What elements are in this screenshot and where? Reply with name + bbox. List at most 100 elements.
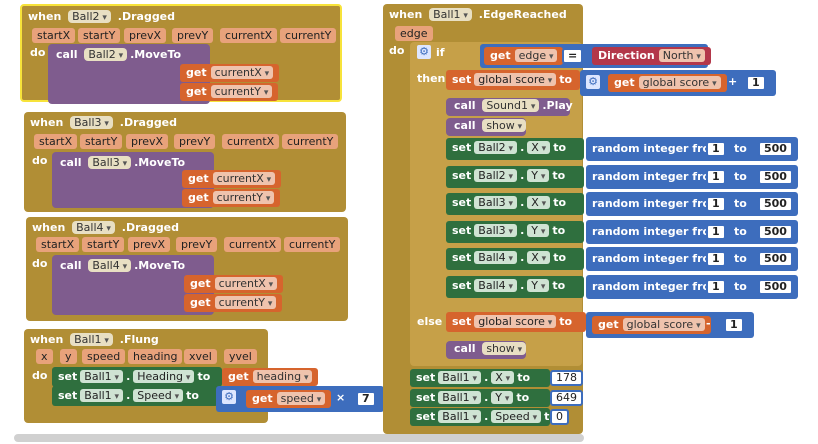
plus-operator[interactable]: + bbox=[728, 75, 738, 88]
gear-icon[interactable]: ⚙ bbox=[586, 75, 600, 89]
param-prevY[interactable]: prevY bbox=[172, 28, 214, 43]
random-from-number[interactable]: 1 bbox=[706, 141, 726, 157]
multiply-operator[interactable]: × bbox=[336, 391, 346, 404]
param-startX[interactable]: startX bbox=[36, 237, 80, 252]
sound-play-call-block[interactable]: call Sound1.Play bbox=[446, 98, 573, 116]
component-dropdown[interactable]: Ball1 bbox=[429, 8, 472, 21]
ball4-dragged-event[interactable]: when Ball4 .Dragged startX startY prevX … bbox=[26, 217, 348, 321]
set-value-number[interactable]: 178 bbox=[550, 370, 583, 386]
ball3-dragged-event[interactable]: when Ball3 .Dragged startX startY prevX … bbox=[24, 112, 346, 212]
ball2-dragged-event[interactable]: when Ball2 .Dragged startX startY prevX … bbox=[20, 4, 342, 104]
else-show-proc-call-block[interactable]: call show bbox=[446, 341, 527, 359]
component-dropdown[interactable]: Ball4 bbox=[88, 259, 132, 272]
param-currentX[interactable]: currentX bbox=[222, 134, 280, 149]
random-from-number[interactable]: 1 bbox=[706, 168, 726, 185]
component-dropdown[interactable]: Ball1 bbox=[70, 333, 113, 346]
set-value-number[interactable]: 649 bbox=[550, 389, 583, 406]
number-1[interactable]: 1 bbox=[746, 75, 766, 91]
param-prevX[interactable]: prevX bbox=[128, 237, 171, 252]
random-integer-block[interactable]: random integer from 1 to 500 bbox=[586, 137, 798, 161]
set-value-number[interactable]: 0 bbox=[550, 409, 569, 425]
random-from-number[interactable]: 1 bbox=[706, 251, 726, 267]
param-startY[interactable]: startY bbox=[78, 28, 121, 43]
component-dropdown[interactable]: Ball2 bbox=[84, 48, 128, 61]
gear-icon[interactable]: ⚙ bbox=[417, 45, 431, 59]
random-integer-block[interactable]: random integer from 1 to 500 bbox=[586, 219, 798, 244]
param-currentY[interactable]: currentY bbox=[284, 237, 341, 252]
component-dropdown[interactable]: Ball3 bbox=[70, 116, 113, 129]
random-to-number[interactable]: 500 bbox=[758, 141, 793, 157]
minus-operator[interactable]: - bbox=[706, 317, 711, 330]
show-proc-call-block[interactable]: call show bbox=[446, 118, 527, 136]
number-7[interactable]: 7 bbox=[356, 391, 376, 407]
param-x[interactable]: x bbox=[36, 349, 53, 364]
param-startX[interactable]: startX bbox=[34, 134, 78, 149]
equals-operator[interactable]: = bbox=[562, 48, 584, 64]
param-y[interactable]: y bbox=[60, 349, 77, 364]
random-from-number[interactable]: 1 bbox=[706, 223, 726, 240]
random-integer-block[interactable]: random integer from 1 to 500 bbox=[586, 164, 798, 189]
random-from-number[interactable]: 1 bbox=[706, 278, 726, 295]
random-from-number[interactable]: 1 bbox=[706, 196, 726, 212]
random-integer-block[interactable]: random integer from 1 to 500 bbox=[586, 247, 798, 271]
param-currentY[interactable]: currentY bbox=[282, 134, 339, 149]
gear-icon[interactable]: ⚙ bbox=[222, 390, 236, 404]
component-dropdown[interactable]: Sound1 bbox=[482, 99, 540, 112]
param-startX[interactable]: startX bbox=[32, 28, 76, 43]
component-dropdown[interactable]: Ball3 bbox=[88, 156, 132, 169]
param-startY[interactable]: startY bbox=[82, 237, 125, 252]
param-currentY[interactable]: currentY bbox=[280, 28, 337, 43]
param-currentX[interactable]: currentX bbox=[220, 28, 278, 43]
param-prevY[interactable]: prevY bbox=[176, 237, 218, 252]
random-integer-block[interactable]: random integer from 1 to 500 bbox=[586, 274, 798, 299]
param-startY[interactable]: startY bbox=[80, 134, 123, 149]
number-1[interactable]: 1 bbox=[724, 317, 744, 333]
random-to-number[interactable]: 500 bbox=[758, 223, 793, 240]
param-xvel[interactable]: xvel bbox=[184, 349, 217, 364]
param-heading[interactable]: heading bbox=[128, 349, 183, 364]
random-to-number[interactable]: 500 bbox=[758, 196, 793, 212]
param-prevY[interactable]: prevY bbox=[174, 134, 216, 149]
procedure-dropdown[interactable]: show bbox=[482, 119, 527, 132]
procedure-dropdown[interactable]: show bbox=[482, 342, 527, 355]
random-to-number[interactable]: 500 bbox=[758, 251, 793, 267]
param-speed[interactable]: speed bbox=[82, 349, 126, 364]
random-integer-block[interactable]: random integer from 1 to 500 bbox=[586, 192, 798, 216]
param-edge[interactable]: edge bbox=[395, 26, 433, 41]
horizontal-scrollbar[interactable] bbox=[14, 434, 584, 442]
param-currentX[interactable]: currentX bbox=[224, 237, 282, 252]
param-yvel[interactable]: yvel bbox=[224, 349, 257, 364]
component-dropdown[interactable]: Ball4 bbox=[72, 221, 115, 234]
param-prevX[interactable]: prevX bbox=[124, 28, 167, 43]
component-dropdown[interactable]: Ball2 bbox=[68, 10, 111, 23]
